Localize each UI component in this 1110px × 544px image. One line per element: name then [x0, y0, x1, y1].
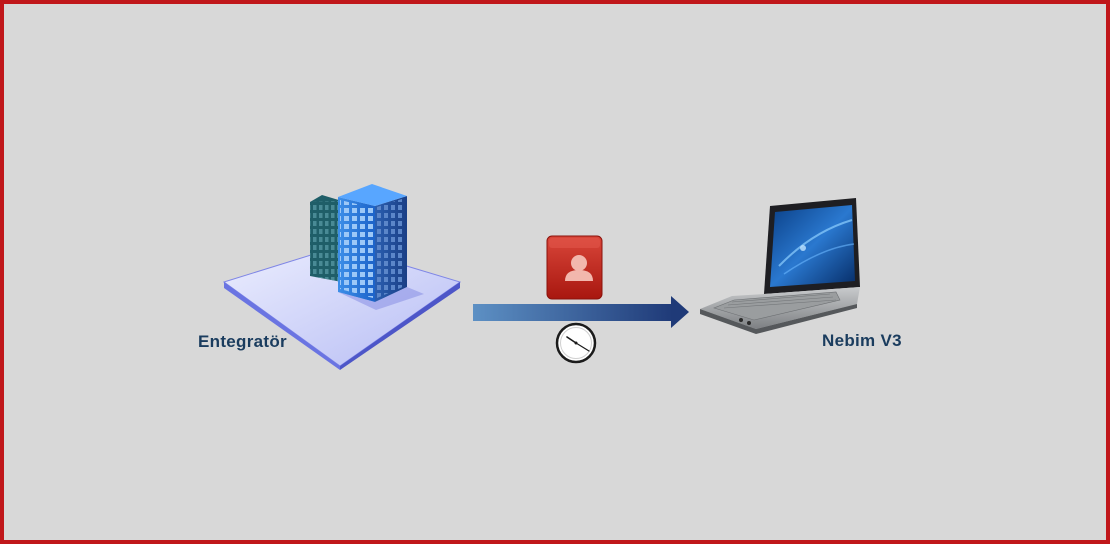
diagram-graphics — [222, 184, 860, 370]
source-node-label: Entegratör — [198, 332, 287, 351]
connector-arrow — [473, 296, 689, 328]
laptop-icon — [700, 198, 860, 334]
contact-card-icon — [546, 235, 603, 300]
target-node-label: Nebim V3 — [822, 331, 902, 350]
clock-icon — [555, 322, 597, 364]
office-building-icon — [222, 184, 462, 370]
